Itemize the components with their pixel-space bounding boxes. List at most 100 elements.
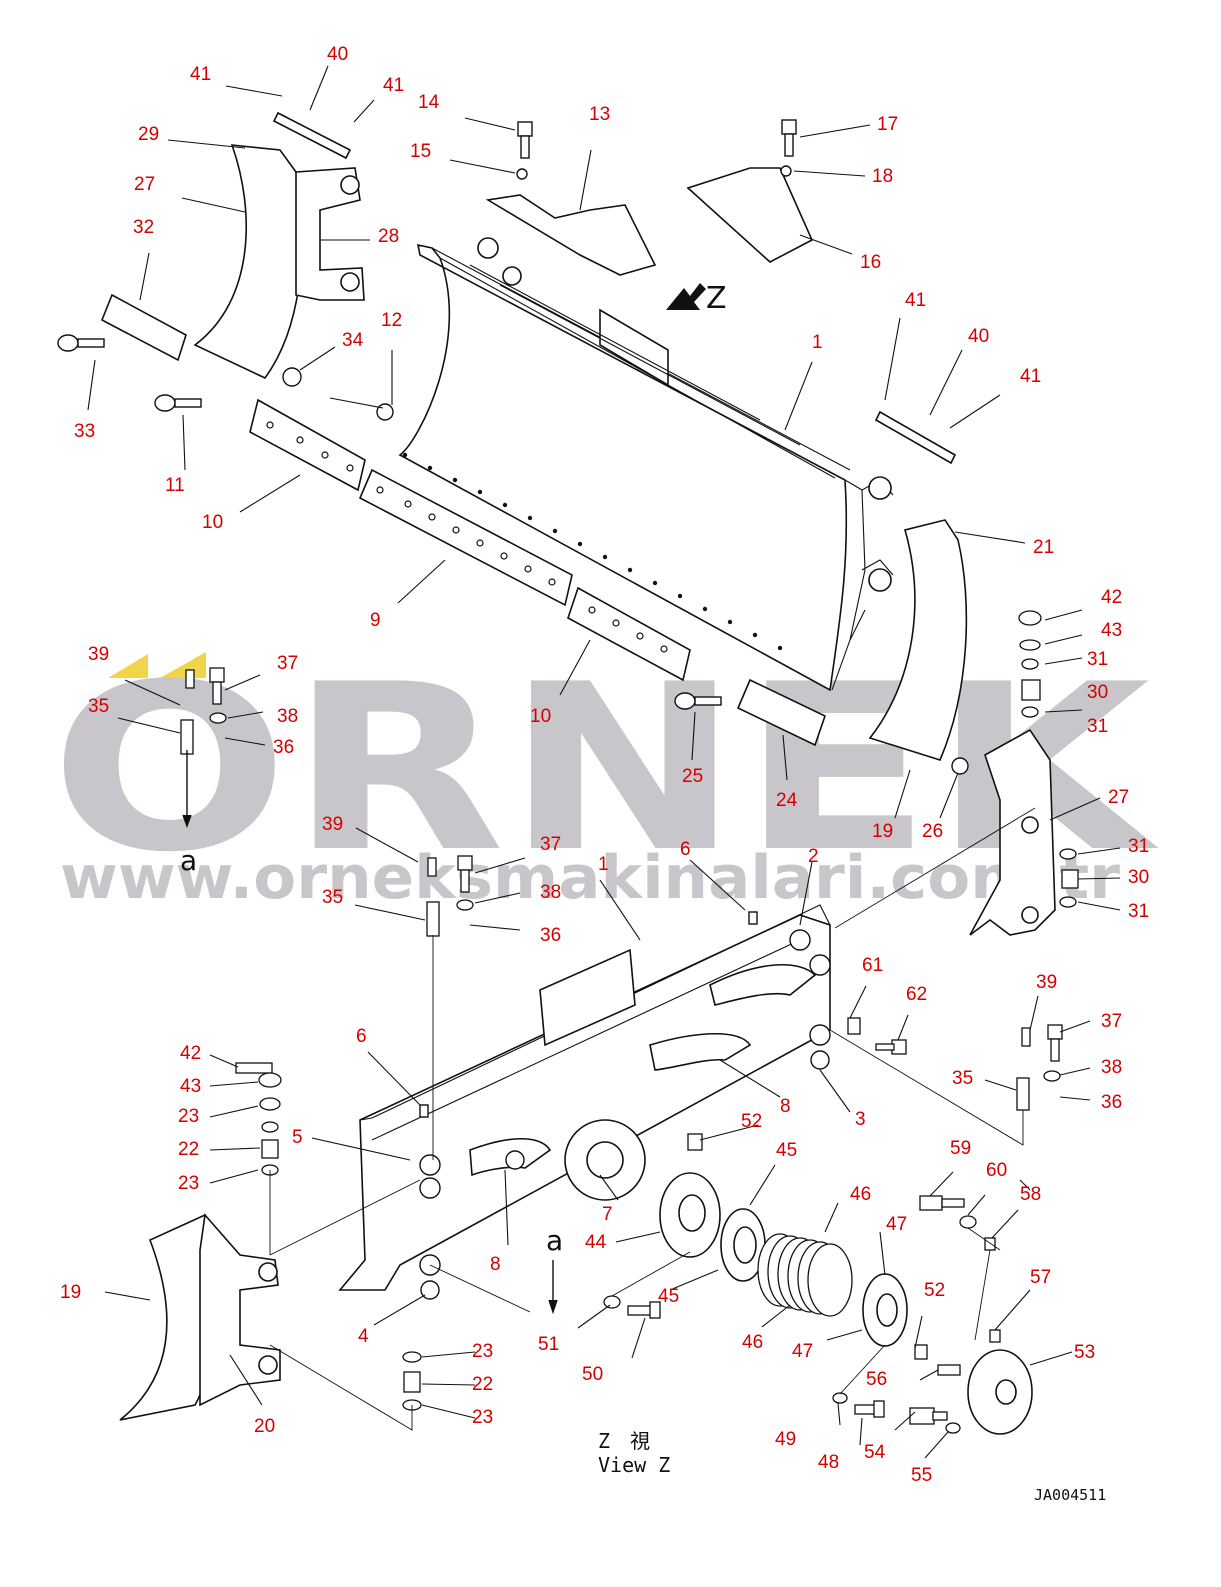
callout-6-top: 6 (680, 839, 691, 860)
top-bolts (57, 119, 969, 775)
watermark-url-text: www.orneksmakinalari.com.tr (60, 843, 1120, 913)
callout-labels: 1 1 2 3 4 5 6 6 7 8 8 9 10 10 11 12 13 1… (60, 44, 1149, 1486)
watermark-logo-text: ORNEK (50, 636, 1159, 903)
callout-35-b: 35 (322, 887, 343, 908)
callout-27-right: 27 (1108, 787, 1129, 808)
callout-61: 61 (862, 955, 883, 976)
cutting-edge-left (249, 398, 366, 492)
callout-30-bottom: 30 (1128, 867, 1149, 888)
blade-lug-mid (502, 266, 522, 286)
end-bit-right-lower-hole-2 (1021, 906, 1039, 924)
cap-44-bore (678, 1194, 706, 1232)
callout-45-bottom: 45 (658, 1286, 679, 1307)
callout-48: 48 (818, 1452, 839, 1473)
callout-52-right: 52 (924, 1280, 945, 1301)
callout-10-bottom: 10 (530, 706, 551, 727)
callout-1-bottom: 1 (598, 854, 609, 875)
callout-43-left: 43 (180, 1076, 201, 1097)
callout-12: 12 (381, 310, 402, 331)
callout-31-b: 31 (1087, 716, 1108, 737)
watermark-chevron-left (108, 654, 148, 678)
cutting-edge-center (358, 468, 573, 607)
callout-22-left: 22 (178, 1139, 199, 1160)
callout-25: 25 (682, 766, 703, 787)
callout-35-c: 35 (952, 1068, 973, 1089)
wear-plate-right (736, 678, 826, 747)
section-a-label-top: a (180, 844, 197, 877)
callout-45-top: 45 (776, 1140, 797, 1161)
section-a-arrow-top (182, 750, 192, 829)
callout-51: 51 (538, 1334, 559, 1355)
callout-59: 59 (950, 1138, 971, 1159)
callout-54: 54 (864, 1442, 886, 1463)
callout-19-top: 19 (872, 821, 893, 842)
callout-60: 60 (986, 1160, 1007, 1181)
blade-lug-left (477, 237, 499, 259)
leader-lines (87, 65, 1121, 1459)
callout-52-top: 52 (741, 1111, 762, 1132)
frame-link-lower (649, 1033, 752, 1071)
blade-top-bracket (599, 308, 669, 387)
callout-31-a: 31 (1087, 649, 1108, 670)
callout-35-a: 35 (88, 696, 109, 717)
callout-21: 21 (1033, 537, 1054, 558)
callout-24: 24 (776, 790, 798, 811)
shim-45-bore (733, 1226, 757, 1264)
trunnion-exploded-parts (603, 1133, 1033, 1435)
end-bit-left-lower-mount (199, 1213, 281, 1407)
callout-17: 17 (877, 114, 898, 135)
end-bit-left-face (193, 144, 303, 380)
callout-15: 15 (410, 141, 431, 162)
callout-22-bottom: 22 (472, 1374, 493, 1395)
blade-bolt-row (402, 452, 783, 651)
callout-50: 50 (582, 1364, 603, 1385)
end-bit-left-hole-1 (340, 175, 360, 195)
callout-40-right: 40 (968, 326, 989, 347)
callout-58: 58 (1020, 1184, 1041, 1205)
end-bit-right-face (868, 519, 968, 761)
blade-top-rail (469, 264, 801, 446)
callout-11: 11 (165, 475, 185, 496)
callout-38-a: 38 (277, 706, 298, 727)
callout-42-right: 42 (1101, 587, 1122, 608)
callout-37-b: 37 (540, 834, 561, 855)
right-end-bit-assembly (969, 610, 1079, 936)
callout-39-b: 39 (322, 814, 343, 835)
cover-53-bore (995, 1379, 1017, 1405)
section-a-label-bottom: a (546, 1224, 563, 1257)
callout-28: 28 (378, 226, 399, 247)
blade-frame-assembly: a a (119, 667, 1063, 1421)
callout-47-top: 47 (886, 1214, 907, 1235)
blade-lug-right-2 (868, 568, 892, 592)
view-z-arrow (666, 283, 706, 310)
callout-8-left: 8 (490, 1254, 501, 1275)
callout-32: 32 (133, 217, 154, 238)
cutting-edge-right (567, 586, 691, 682)
end-bit-right-lower (969, 728, 1056, 936)
callout-43-right: 43 (1101, 620, 1122, 641)
wear-plate-left (100, 293, 187, 362)
end-bit-left-lower-hole-1 (258, 1262, 278, 1282)
callout-31-c: 31 (1128, 836, 1149, 857)
drawing-code: JA004511 (1034, 1486, 1106, 1504)
callout-42-left: 42 (180, 1043, 201, 1064)
blade-front-face (398, 243, 848, 692)
callout-13: 13 (589, 104, 610, 125)
end-bit-right-lower-hole-1 (1021, 816, 1039, 834)
callout-23-c: 23 (472, 1341, 493, 1362)
callout-30-top: 30 (1087, 682, 1108, 703)
callout-23-b: 23 (178, 1173, 199, 1194)
section-a-arrow-bottom (548, 1260, 558, 1315)
callout-27-top: 27 (134, 174, 155, 195)
callout-7: 7 (602, 1204, 613, 1225)
callout-8-right: 8 (780, 1096, 791, 1117)
watermark: ORNEK www.orneksmakinalari.com.tr (50, 636, 1159, 913)
end-bit-left-lower-hole-2 (258, 1355, 278, 1375)
callout-41-b: 41 (383, 75, 404, 96)
callout-62: 62 (906, 984, 927, 1005)
end-bit-left-hole-2 (340, 272, 360, 292)
cover-right (686, 167, 814, 263)
callout-14: 14 (418, 92, 440, 113)
callout-23-a: 23 (178, 1106, 199, 1127)
